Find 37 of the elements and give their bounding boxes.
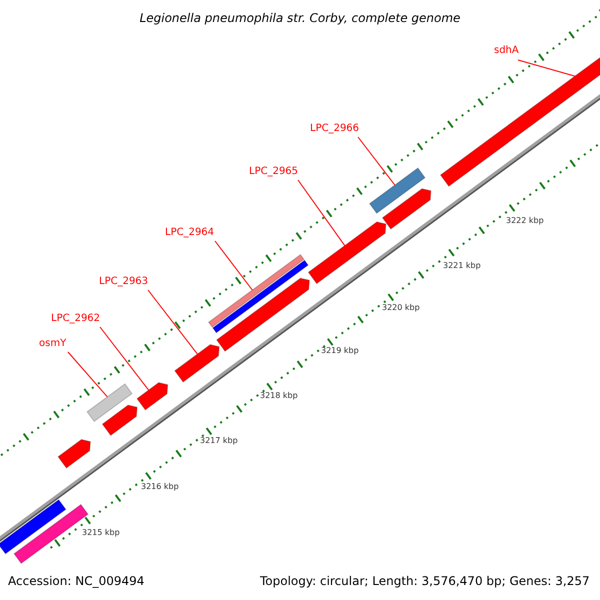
leader-line [358, 136, 396, 186]
gene-label: LPC_2965 [249, 166, 298, 177]
gene-feature [216, 278, 310, 352]
scale-label: 3221 kbp [443, 261, 481, 270]
scale-label: 3220 kbp [382, 303, 420, 312]
gene-feature [136, 382, 168, 411]
gene-label: LPC_2966 [310, 123, 360, 134]
accession-text: Accession: NC_009494 [8, 574, 144, 588]
gene-feature [368, 167, 426, 214]
scale-label: 3215 kbp [82, 528, 120, 537]
leader-line [148, 290, 198, 355]
scale-label: 3222 kbp [506, 216, 544, 225]
title: Legionella pneumophila str. Corby, complete genome [140, 11, 460, 25]
scale-label: 3219 kbp [321, 346, 359, 355]
gene-feature [0, 499, 66, 554]
gene-feature [212, 260, 309, 334]
gene-label: LPC_2962 [51, 313, 100, 324]
gene-feature [308, 221, 386, 284]
scale-label: 3216 kbp [141, 482, 179, 491]
gene-feature [382, 188, 432, 230]
leader-line [214, 240, 253, 290]
gene-label: LPC_2963 [99, 276, 148, 287]
leader-line [68, 352, 108, 398]
scale-label: 3217 kbp [200, 436, 238, 445]
genome-info-text: Topology: circular; Length: 3,576,470 bp; Genes: 3,257 [260, 574, 590, 588]
gene-feature [57, 438, 91, 469]
leader-line [100, 326, 150, 391]
leader-line [518, 60, 576, 77]
gene-feature [86, 383, 133, 422]
gene-label: sdhA [494, 45, 519, 56]
leader-line [298, 180, 346, 246]
gene-feature [208, 254, 305, 328]
gene-label: osmY [39, 338, 66, 349]
gene-label: LPC_2964 [165, 227, 214, 238]
scale-label: 3218 kbp [260, 391, 298, 400]
gene-feature [174, 344, 220, 383]
gene-feature [102, 404, 138, 436]
